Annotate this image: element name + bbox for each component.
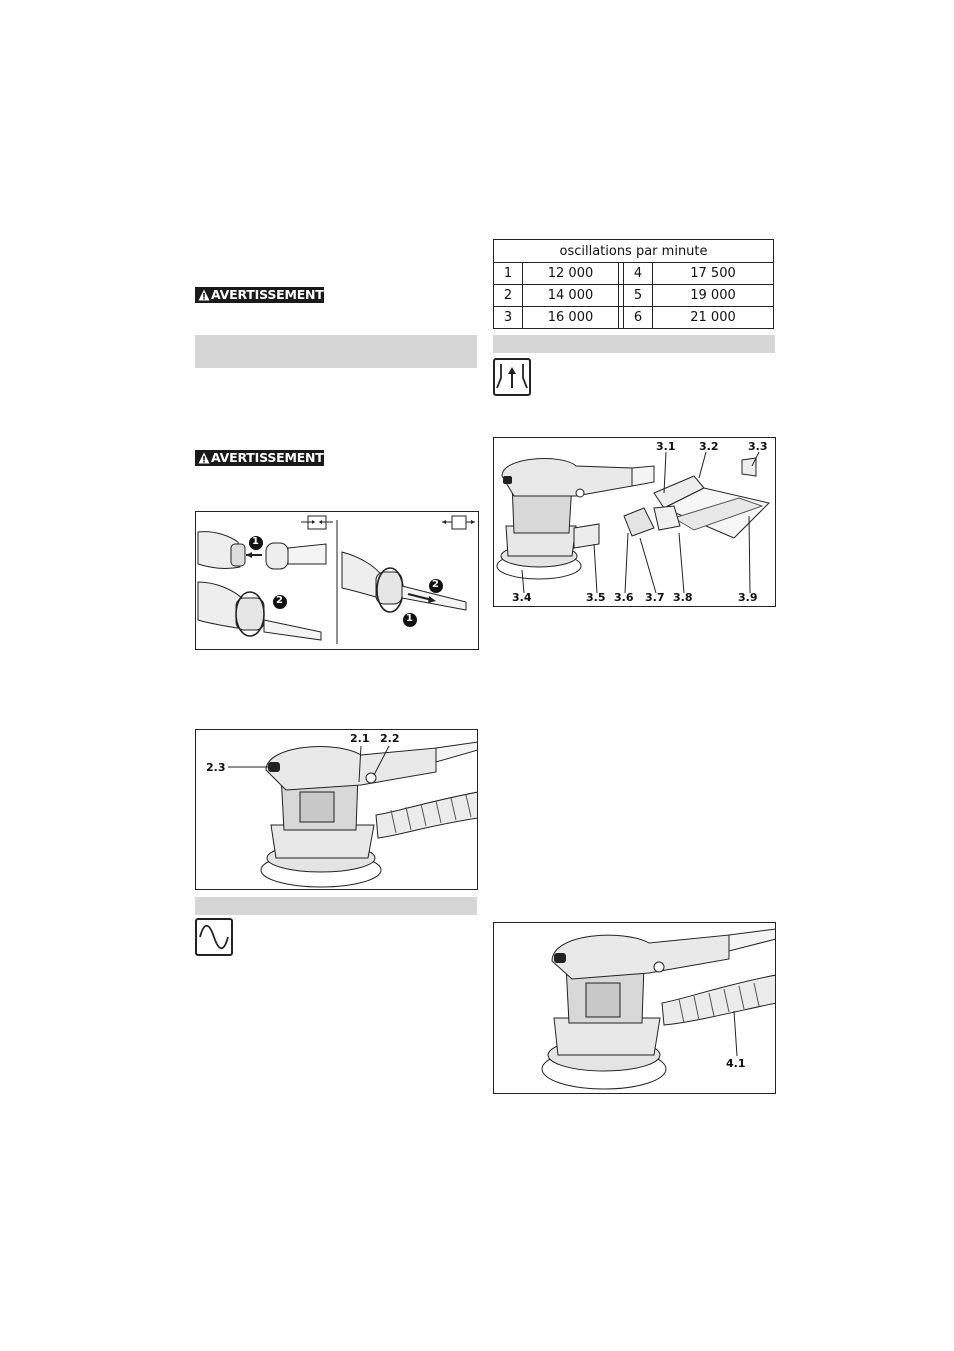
figure-sander-hose: 4.1 <box>493 922 777 1094</box>
callout-label: 3.3 <box>748 440 768 453</box>
callout-label: 3.7 <box>645 591 665 604</box>
dust-extraction-icon <box>493 358 531 396</box>
value-cell: 21 000 <box>652 306 774 329</box>
figure-sander-controls: 2.1 2.2 2.3 <box>195 729 479 890</box>
speed-table-header: oscillations par minute <box>493 239 774 263</box>
step-cell: 1 <box>493 262 523 285</box>
value-cell: 17 500 <box>652 262 774 285</box>
warning-text: AVERTISSEMENT <box>211 287 324 302</box>
step-cell: 4 <box>623 262 653 285</box>
callout-number: 2 <box>276 595 283 606</box>
callout-label: 3.8 <box>673 591 693 604</box>
step-cell: 6 <box>623 306 653 329</box>
section-heading-bar <box>493 335 775 353</box>
value-cell: 12 000 <box>522 262 619 285</box>
callout-label: 3.9 <box>738 591 758 604</box>
table-row: 3 16 000 6 21 000 <box>493 306 774 329</box>
callout-label: 3.2 <box>699 440 719 453</box>
section-heading-bar <box>195 335 477 368</box>
callout-label: 3.4 <box>512 591 532 604</box>
callout-label: 2.1 <box>350 732 370 745</box>
step-cell: 3 <box>493 306 523 329</box>
warning-text: AVERTISSEMENT <box>211 450 324 465</box>
warning-label: AVERTISSEMENT <box>195 287 324 303</box>
callout-number: 1 <box>406 613 413 624</box>
callout-label: 2.2 <box>380 732 400 745</box>
speed-table: oscillations par minute 1 12 000 4 17 50… <box>493 239 774 329</box>
value-cell: 19 000 <box>652 284 774 307</box>
plug-out-icon <box>442 515 475 530</box>
table-row: 2 14 000 5 19 000 <box>493 284 774 307</box>
section-heading-bar <box>195 897 477 915</box>
value-cell: 16 000 <box>522 306 619 329</box>
callout-label: 3.6 <box>614 591 634 604</box>
warning-triangle-icon <box>198 452 210 464</box>
warning-label: AVERTISSEMENT <box>195 450 324 466</box>
callout-label: 3.5 <box>586 591 606 604</box>
figure-plug-connection: 1 2 2 1 <box>195 511 479 650</box>
callout-label: 2.3 <box>206 761 226 774</box>
warning-triangle-icon <box>198 289 210 301</box>
value-cell: 14 000 <box>522 284 619 307</box>
step-cell: 5 <box>623 284 653 307</box>
callout-label: 4.1 <box>726 1057 746 1070</box>
plug-in-icon <box>301 515 333 530</box>
figure-sander-dustbox: 3.1 3.2 3.3 3.4 3.5 3.6 3.7 3.8 3.9 <box>493 437 776 607</box>
table-row: 1 12 000 4 17 500 <box>493 262 774 285</box>
step-cell: 2 <box>493 284 523 307</box>
callout-number: 1 <box>252 536 259 547</box>
callout-label: 3.1 <box>656 440 676 453</box>
sine-wave-icon <box>195 918 233 956</box>
callout-number: 2 <box>432 579 439 590</box>
